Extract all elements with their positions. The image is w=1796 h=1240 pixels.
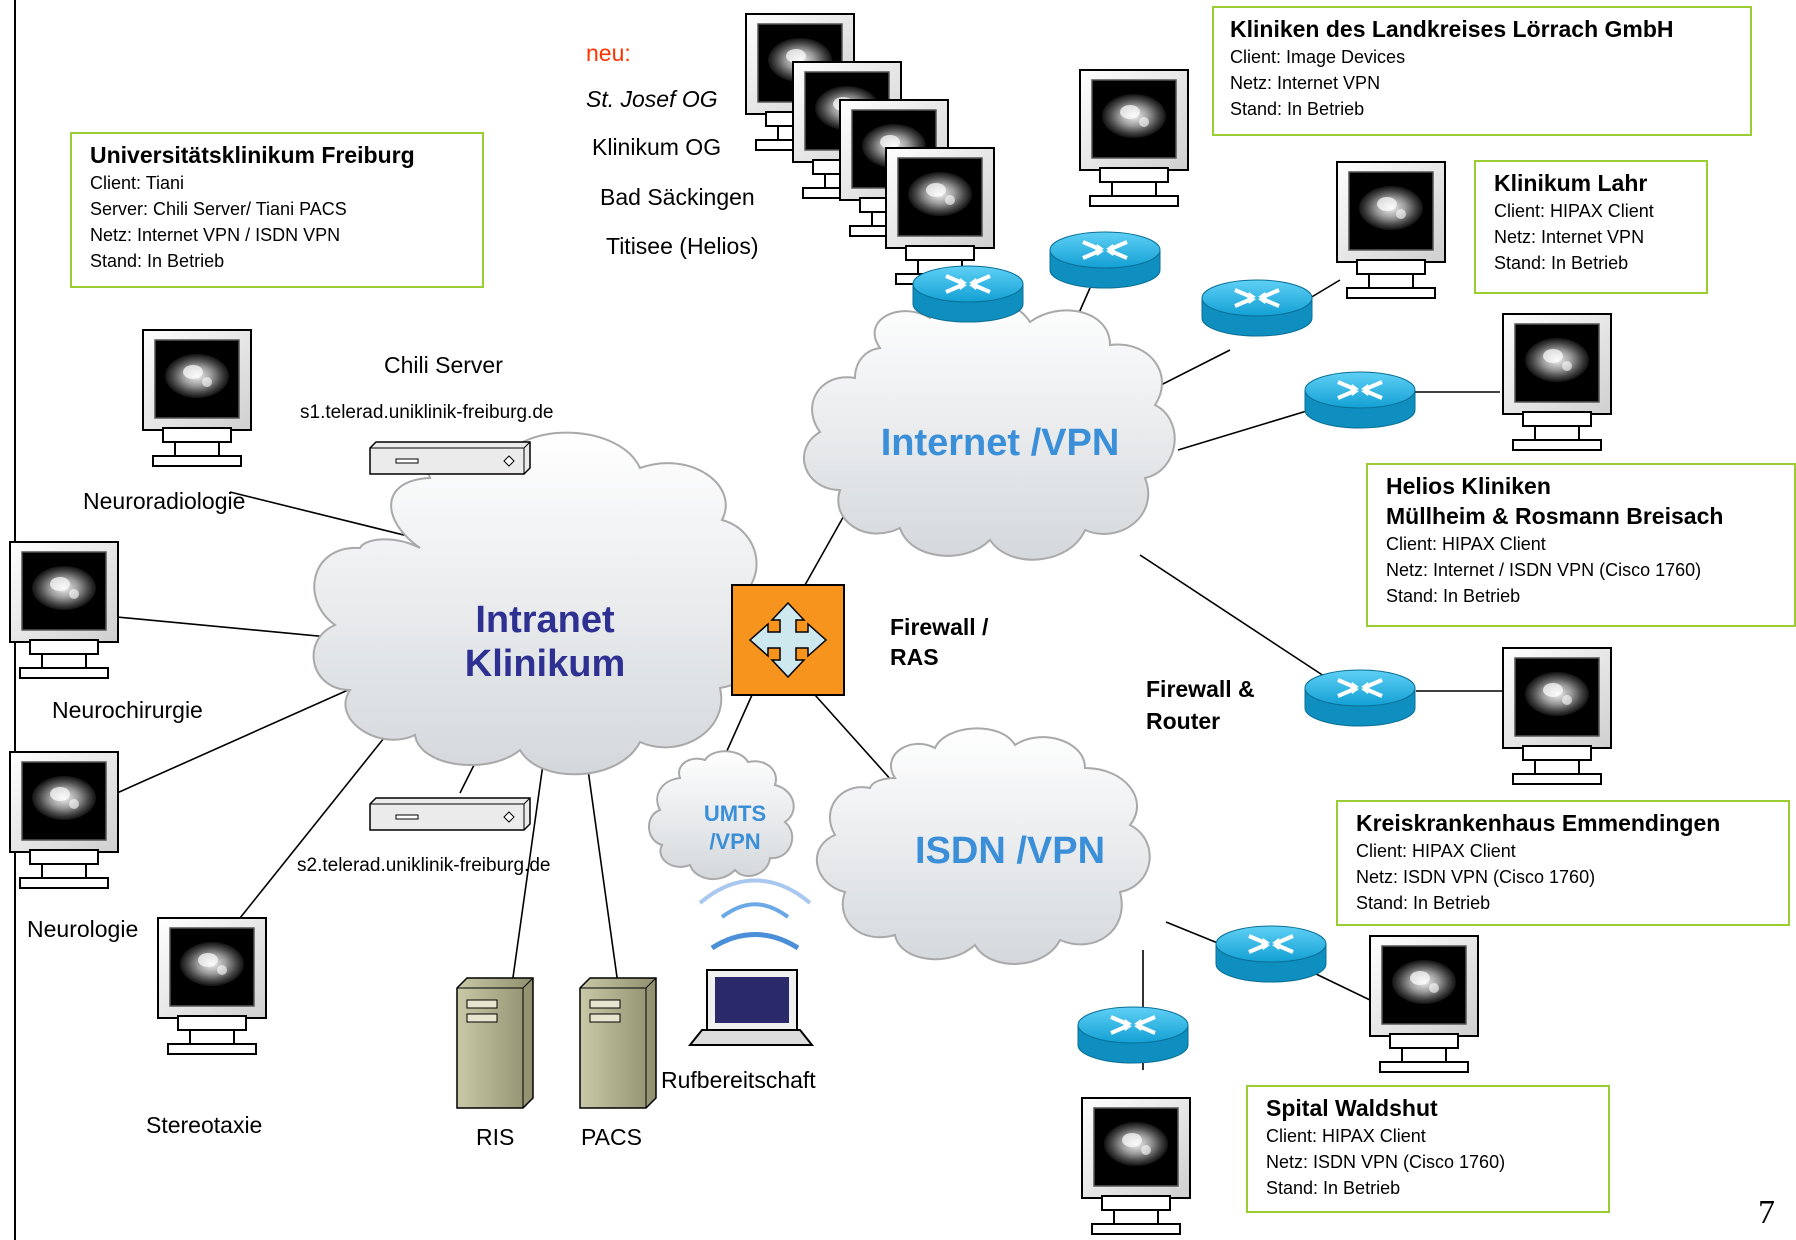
router-lahr <box>1200 278 1314 338</box>
waldshut-line-2: Netz: ISDN VPN (Cisco 1760) <box>1266 1152 1506 1172</box>
chili-server-label: Chili Server <box>384 352 503 378</box>
s2-hostname-label: s2.telerad.uniklinik-freiburg.de <box>297 855 551 876</box>
stereotaxie-label: Stereotaxie <box>146 1112 263 1138</box>
waldshut-line-3: Stand: In Betrieb <box>1266 1178 1401 1198</box>
isdn-cloud-label: ISDN /VPN <box>914 830 1106 872</box>
new-site-titisee: Titisee (Helios) <box>606 233 759 259</box>
freiburg-title: Universitätsklinikum Freiburg <box>90 142 415 168</box>
neurologie-label: Neurologie <box>27 916 139 942</box>
monitor-waldshut <box>1081 1097 1191 1235</box>
emmendingen-title: Kreiskrankenhaus Emmendingen <box>1356 810 1721 836</box>
router-new-sites <box>911 264 1025 324</box>
info-box-emmendingen: Kreiskrankenhaus Emmendingen Client: HIP… <box>1336 800 1790 926</box>
info-box-lahr: Klinikum Lahr Client: HIPAX Client Netz:… <box>1474 160 1708 294</box>
neurochirurgie-label: Neurochirurgie <box>52 697 203 723</box>
new-site-klinikum-og: Klinikum OG <box>592 134 722 160</box>
monitor-lahr <box>1336 161 1446 299</box>
pacs-server-icon <box>579 977 657 1109</box>
internet-cloud-label: Internet /VPN <box>880 422 1120 464</box>
new-site-st-josef: St. Josef OG <box>586 86 718 112</box>
umts-cloud-label: UMTS /VPN <box>680 800 790 856</box>
loerrach-line-3: Stand: In Betrieb <box>1230 99 1365 119</box>
intranet-label-line1: Intranet <box>475 599 615 641</box>
firewall-router-label: Firewall & Router <box>1146 673 1255 737</box>
umts-label-line2: /VPN <box>709 829 761 854</box>
firewall-ras-label: Firewall / RAS <box>890 612 988 672</box>
waldshut-title: Spital Waldshut <box>1266 1095 1438 1121</box>
monitor-new-4 <box>885 147 995 285</box>
ris-label: RIS <box>476 1124 515 1150</box>
router-firewall <box>1303 668 1417 728</box>
lahr-line-3: Stand: In Betrieb <box>1494 253 1629 273</box>
firewall-ras-icon <box>731 584 845 696</box>
router-helios <box>1303 370 1417 430</box>
loerrach-line-1: Client: Image Devices <box>1230 47 1406 67</box>
monitor-neurochirurgie <box>9 541 119 679</box>
firewall-router-line1: Firewall & <box>1146 676 1255 702</box>
page-number: 7 <box>1758 1194 1775 1231</box>
intranet-cloud-label: Intranet Klinikum <box>420 598 670 686</box>
loerrach-title: Kliniken des Landkreises Lörrach GmbH <box>1230 16 1674 42</box>
monitor-neuroradiologie <box>142 329 252 467</box>
info-box-loerrach: Kliniken des Landkreises Lörrach GmbH Cl… <box>1212 6 1752 136</box>
firewall-router-line2: Router <box>1146 708 1221 734</box>
lahr-line-2: Netz: Internet VPN <box>1494 227 1645 247</box>
monitor-helios <box>1502 313 1612 451</box>
monitor-stereotaxie <box>157 917 267 1055</box>
firewall-ras-line1: Firewall / <box>890 614 989 640</box>
umts-cloud <box>648 750 795 880</box>
umts-label-line1: UMTS <box>703 801 767 826</box>
firewall-ras-line2: RAS <box>890 644 939 670</box>
freiburg-line-2: Server: Chili Server/ Tiani PACS <box>90 199 347 219</box>
laptop-icon <box>687 878 815 1046</box>
intranet-label-line2: Klinikum <box>464 643 626 685</box>
router-loerrach <box>1048 230 1162 290</box>
emmendingen-line-2: Netz: ISDN VPN (Cisco 1760) <box>1356 867 1596 887</box>
helios-title: Helios Kliniken <box>1386 473 1551 499</box>
new-site-bad-saeckingen: Bad Säckingen <box>600 184 755 210</box>
isdn-cloud <box>816 727 1151 965</box>
neuroradiologie-label: Neuroradiologie <box>83 488 246 514</box>
loerrach-line-2: Netz: Internet VPN <box>1230 73 1381 93</box>
freiburg-line-4: Stand: In Betrieb <box>90 251 225 271</box>
router-emmendingen <box>1214 924 1328 984</box>
monitor-emmendingen <box>1369 935 1479 1073</box>
lahr-line-1: Client: HIPAX Client <box>1494 201 1654 221</box>
server-s2 <box>369 797 531 831</box>
router-waldshut <box>1076 1005 1190 1065</box>
freiburg-line-1: Client: Tiani <box>90 173 185 193</box>
info-box-helios: Helios Kliniken Müllheim & Rosmann Breis… <box>1366 463 1796 627</box>
chili-server-s1 <box>369 441 531 475</box>
emmendingen-line-3: Stand: In Betrieb <box>1356 893 1491 913</box>
pacs-label: PACS <box>581 1124 642 1150</box>
monitor-loerrach <box>1079 69 1189 207</box>
helios-line-2: Netz: Internet / ISDN VPN (Cisco 1760) <box>1386 560 1702 580</box>
monitor-router-site <box>1502 647 1612 785</box>
new-sites-heading: neu: <box>586 40 631 66</box>
monitor-neurologie <box>9 751 119 889</box>
freiburg-line-3: Netz: Internet VPN / ISDN VPN <box>90 225 341 245</box>
ris-server-icon <box>456 977 534 1109</box>
helios-line-1: Client: HIPAX Client <box>1386 534 1546 554</box>
info-box-waldshut: Spital Waldshut Client: HIPAX Client Net… <box>1246 1085 1610 1213</box>
waldshut-line-1: Client: HIPAX Client <box>1266 1126 1426 1146</box>
s1-hostname-label: s1.telerad.uniklinik-freiburg.de <box>300 402 554 423</box>
emmendingen-line-1: Client: HIPAX Client <box>1356 841 1516 861</box>
lahr-title: Klinikum Lahr <box>1494 170 1648 196</box>
internet-cloud <box>802 296 1176 561</box>
rufbereitschaft-label: Rufbereitschaft <box>661 1067 816 1093</box>
info-box-freiburg: Universitätsklinikum Freiburg Client: Ti… <box>70 132 484 288</box>
helios-title-2: Müllheim & Rosmann Breisach <box>1386 503 1724 529</box>
helios-line-3: Stand: In Betrieb <box>1386 586 1521 606</box>
